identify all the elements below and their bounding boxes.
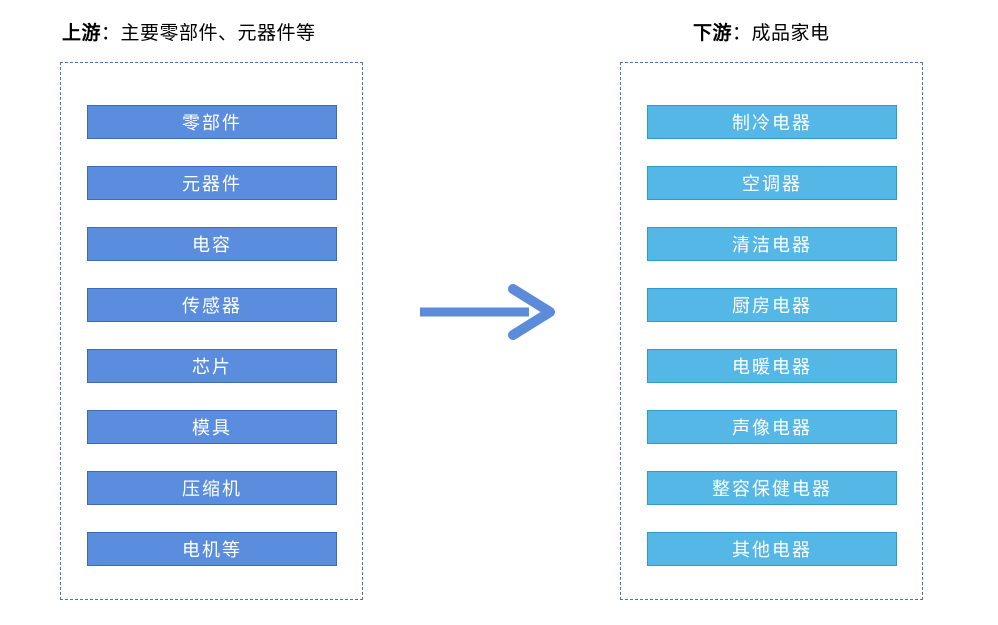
- upstream-box-parts: 零部件: [87, 105, 337, 139]
- upstream-panel: 零部件 元器件 电容 传感器 芯片 模具 压缩机 电机等: [60, 62, 363, 600]
- downstream-box-airconditioner: 空调器: [647, 166, 897, 200]
- downstream-title: 下游：成品家电: [693, 18, 830, 45]
- upstream-box-capacitors: 电容: [87, 227, 337, 261]
- upstream-title: 上游：主要零部件、元器件等: [62, 18, 316, 45]
- flow-right-arrow-icon: [420, 284, 555, 340]
- downstream-title-rest: ：成品家电: [732, 23, 830, 44]
- downstream-title-keyword: 下游: [693, 23, 733, 44]
- upstream-box-motors: 电机等: [87, 532, 337, 566]
- downstream-box-kitchen: 厨房电器: [647, 288, 897, 322]
- upstream-title-keyword: 上游: [62, 23, 102, 44]
- upstream-title-rest: ：主要零部件、元器件等: [101, 23, 316, 44]
- downstream-box-cleaning: 清洁电器: [647, 227, 897, 261]
- downstream-box-heating: 电暖电器: [647, 349, 897, 383]
- downstream-box-grooming-health: 整容保健电器: [647, 471, 897, 505]
- upstream-box-components: 元器件: [87, 166, 337, 200]
- downstream-box-refrigeration: 制冷电器: [647, 105, 897, 139]
- downstream-panel: 制冷电器 空调器 清洁电器 厨房电器 电暖电器 声像电器 整容保健电器 其他电器: [620, 62, 923, 600]
- downstream-box-other: 其他电器: [647, 532, 897, 566]
- upstream-box-chips: 芯片: [87, 349, 337, 383]
- upstream-box-sensors: 传感器: [87, 288, 337, 322]
- downstream-box-audiovisual: 声像电器: [647, 410, 897, 444]
- upstream-box-compressors: 压缩机: [87, 471, 337, 505]
- upstream-box-molds: 模具: [87, 410, 337, 444]
